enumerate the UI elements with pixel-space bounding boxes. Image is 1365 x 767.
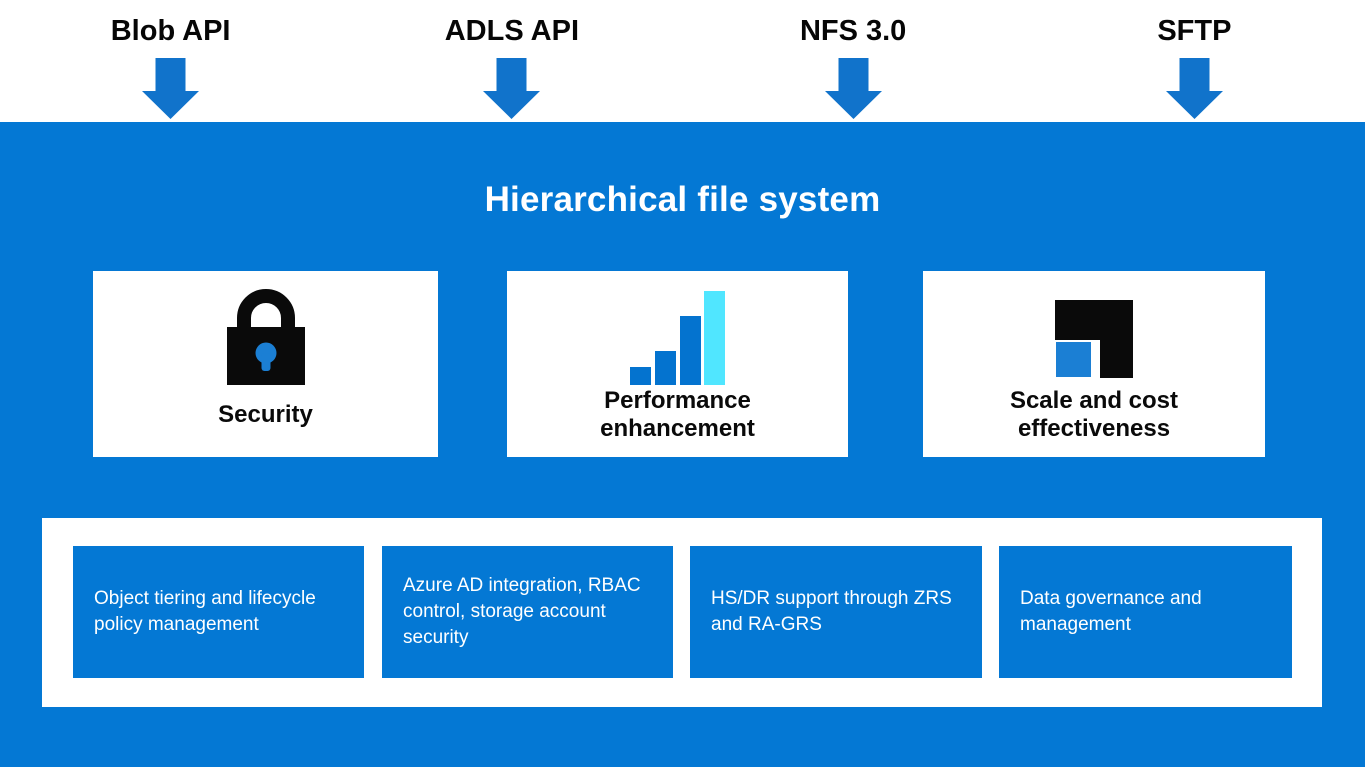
card-icon-wrap (1055, 281, 1133, 385)
feature-box-hs-dr: HS/DR support through ZRS and RA-GRS (690, 546, 982, 678)
feature-text: HS/DR support through ZRS and RA-GRS (711, 588, 952, 635)
card-scale-cost-effectiveness: Scale and cost effectiveness (923, 271, 1265, 457)
api-col-blob: Blob API (0, 0, 341, 122)
feature-box-azure-ad: Azure AD integration, RBAC control, stor… (382, 546, 673, 678)
features-band: Object tiering and lifecycle policy mana… (42, 518, 1322, 707)
feature-box-data-governance: Data governance and management (999, 546, 1292, 678)
hierarchical-file-system-panel: Hierarchical file system Security (0, 122, 1365, 767)
bar-chart-icon (630, 291, 725, 385)
card-icon-wrap (226, 281, 305, 385)
down-arrow-icon (142, 58, 200, 119)
card-label-performance: Performance enhancement (600, 387, 755, 442)
down-arrow-icon (1165, 58, 1223, 119)
api-label-nfs: NFS 3.0 (799, 14, 907, 47)
down-arrow-icon (483, 58, 541, 119)
api-row: Blob API ADLS API NFS 3.0 SFTP (0, 0, 1365, 122)
api-label-blob: Blob API (110, 14, 231, 47)
panel-title: Hierarchical file system (484, 180, 881, 219)
api-col-sftp: SFTP (1024, 0, 1365, 122)
api-col-adls: ADLS API (341, 0, 682, 122)
feature-text: Azure AD integration, RBAC control, stor… (403, 575, 641, 648)
card-icon-wrap (630, 281, 725, 385)
api-col-nfs: NFS 3.0 (683, 0, 1024, 122)
feature-text: Data governance and management (1020, 588, 1202, 635)
down-arrow-icon (824, 58, 882, 119)
card-label-scale-cost: Scale and cost effectiveness (1009, 387, 1179, 442)
card-label-security: Security (218, 401, 313, 429)
feature-text: Object tiering and lifecycle policy mana… (94, 588, 316, 635)
lock-icon (226, 289, 305, 385)
api-label-sftp: SFTP (1157, 14, 1232, 47)
card-security: Security (93, 271, 438, 457)
feature-box-object-tiering: Object tiering and lifecycle policy mana… (73, 546, 364, 678)
scale-cost-icon (1055, 300, 1133, 378)
api-label-adls: ADLS API (444, 14, 580, 47)
card-performance-enhancement: Performance enhancement (507, 271, 848, 457)
